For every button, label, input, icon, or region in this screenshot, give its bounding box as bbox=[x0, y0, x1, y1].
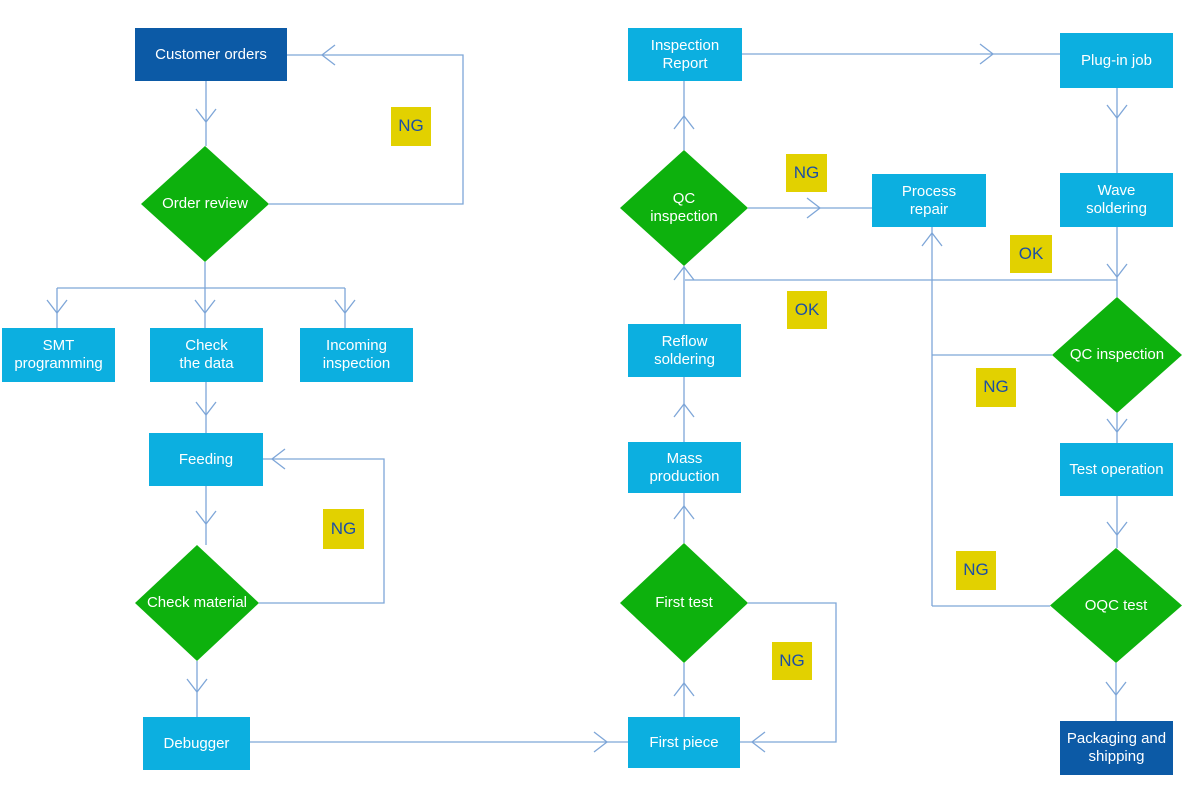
flag-ng-order-review: NG bbox=[391, 107, 431, 146]
flag-ng-qc-mid: NG bbox=[786, 154, 827, 192]
node-incoming-inspection: Incoming inspection bbox=[300, 328, 413, 382]
node-plug-in-job: Plug-in job bbox=[1060, 33, 1173, 88]
arrowhead-icon bbox=[979, 43, 995, 65]
node-qc-inspection-right-shape bbox=[1052, 297, 1182, 413]
arrowhead-icon bbox=[1105, 681, 1127, 697]
node-test-operation: Test operation bbox=[1060, 443, 1173, 496]
arrowhead-icon bbox=[673, 681, 695, 697]
arrowhead-icon bbox=[46, 299, 68, 315]
node-reflow-soldering: Reflow soldering bbox=[628, 324, 741, 377]
edge-review-ng-loop bbox=[269, 54, 464, 205]
arrowhead-icon bbox=[195, 401, 217, 417]
arrowhead-icon bbox=[195, 510, 217, 526]
node-order-review: Order review bbox=[162, 195, 248, 212]
arrowhead-icon bbox=[673, 504, 695, 520]
flag-ng-check-material: NG bbox=[323, 509, 364, 549]
arrowhead-icon bbox=[593, 731, 609, 753]
node-check-the-data: Check the data bbox=[150, 328, 263, 382]
node-oqc-test: OQC test bbox=[1084, 596, 1148, 614]
arrowhead-icon bbox=[1106, 263, 1128, 279]
arrowhead-icon bbox=[921, 231, 943, 247]
node-qc-inspection-mid: QC inspection bbox=[650, 190, 718, 225]
node-smt-programming: SMT programming bbox=[2, 328, 115, 382]
arrowhead-icon bbox=[750, 731, 766, 753]
flag-ok-qc-mid: OK bbox=[787, 291, 827, 329]
arrowhead-icon bbox=[320, 44, 336, 66]
arrowhead-icon bbox=[673, 265, 695, 281]
node-packaging-shipping: Packaging and shipping bbox=[1060, 721, 1173, 775]
arrowhead-icon bbox=[194, 299, 216, 315]
node-mass-production: Mass production bbox=[628, 442, 741, 493]
arrowhead-icon bbox=[270, 448, 286, 470]
arrowhead-icon bbox=[334, 299, 356, 315]
arrowhead-icon bbox=[1106, 521, 1128, 537]
arrowhead-icon bbox=[195, 108, 217, 124]
edge-firsttest-ng-loop bbox=[740, 602, 837, 743]
node-process-repair: Process repair bbox=[872, 174, 986, 227]
node-oqc-test-shape bbox=[1050, 548, 1182, 663]
arrowhead-icon bbox=[186, 678, 208, 694]
flag-ok-wave: OK bbox=[1010, 235, 1052, 273]
edge-material-ng-loop bbox=[259, 458, 385, 604]
arrowhead-icon bbox=[1106, 418, 1128, 434]
node-first-piece: First piece bbox=[628, 717, 740, 768]
node-feeding: Feeding bbox=[149, 433, 263, 486]
arrowhead-icon bbox=[1106, 104, 1128, 120]
node-order-review-shape bbox=[141, 146, 269, 262]
node-first-test-shape bbox=[620, 543, 748, 663]
flag-ng-oqc: NG bbox=[956, 551, 996, 590]
node-customer-orders: Customer orders bbox=[135, 28, 287, 81]
node-debugger: Debugger bbox=[143, 717, 250, 770]
arrowhead-icon bbox=[806, 197, 822, 219]
flag-ng-qc-right: NG bbox=[976, 368, 1016, 407]
node-wave-soldering: Wave soldering bbox=[1060, 173, 1173, 227]
node-inspection-report: Inspection Report bbox=[628, 28, 742, 81]
node-first-test: First test bbox=[655, 594, 713, 611]
node-qc-inspection-mid-shape bbox=[620, 150, 748, 266]
node-qc-inspection-right: QC inspection bbox=[1069, 346, 1165, 363]
node-check-material: Check material bbox=[146, 594, 248, 611]
flag-ng-first-test: NG bbox=[772, 642, 812, 680]
node-check-material-shape bbox=[135, 545, 259, 661]
arrowhead-icon bbox=[673, 114, 695, 130]
arrowhead-icon bbox=[673, 402, 695, 418]
